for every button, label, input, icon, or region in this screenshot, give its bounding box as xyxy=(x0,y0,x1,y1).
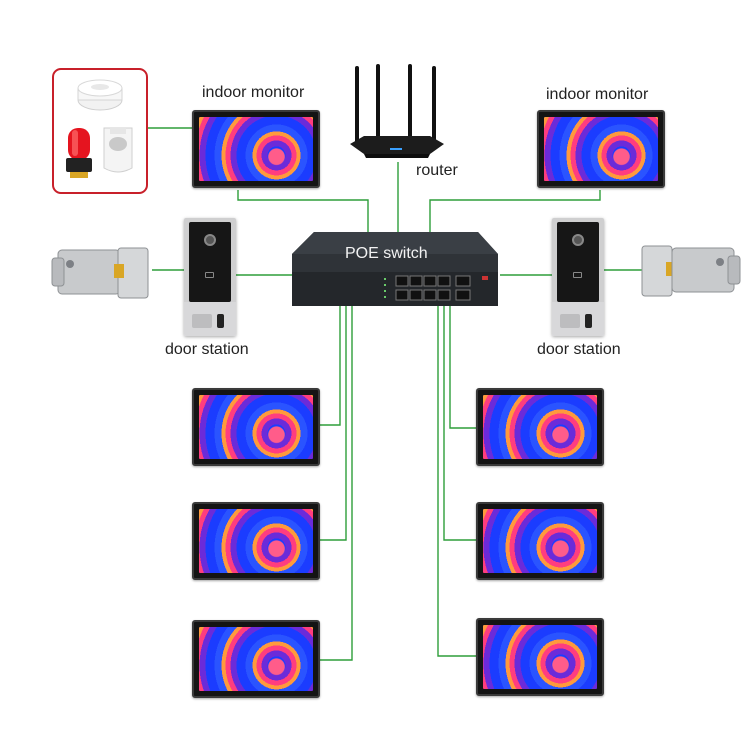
wire-switch-left-1 xyxy=(320,306,341,426)
wire-switch-right-1 xyxy=(449,306,476,429)
alarm-siren-icon xyxy=(66,128,92,178)
indoor-monitor-icon xyxy=(192,388,320,466)
electric-lock-icon xyxy=(51,247,149,299)
alarm-devices-box xyxy=(52,68,148,194)
poe-switch-label: POE switch xyxy=(345,245,428,262)
electric-lock-icon xyxy=(641,245,741,297)
wire-switch-left-2 xyxy=(320,306,347,541)
wire-left-monitor-switch xyxy=(237,190,369,236)
indoor-monitor-left-label: indoor monitor xyxy=(202,84,305,101)
wire-right-monitor-switch xyxy=(429,190,601,236)
indoor-monitor-icon xyxy=(192,620,320,698)
pir-sensor-icon xyxy=(103,127,133,173)
router-label: router xyxy=(416,162,458,179)
wire-switch-left-3 xyxy=(320,306,353,661)
wire-switch-right-2 xyxy=(443,306,476,541)
indoor-monitor-icon xyxy=(476,502,604,580)
indoor-monitor-icon xyxy=(192,502,320,580)
indoor-monitor-icon xyxy=(476,618,604,696)
alarm-devices-icons xyxy=(66,79,133,178)
smoke-detector-icon xyxy=(77,79,123,111)
router-icon xyxy=(350,64,444,158)
door-station-icon xyxy=(552,218,604,336)
indoor-monitor-icon xyxy=(192,110,320,188)
indoor-monitor-right-label: indoor monitor xyxy=(546,86,649,103)
door-station-right-label: door station xyxy=(537,341,621,358)
indoor-monitor-icon xyxy=(537,110,665,188)
indoor-monitor-icon xyxy=(476,388,604,466)
poe-switch-icon xyxy=(292,232,498,306)
door-station-left-label: door station xyxy=(165,341,249,358)
wire-switch-right-3 xyxy=(437,306,476,657)
door-station-icon xyxy=(184,218,236,336)
